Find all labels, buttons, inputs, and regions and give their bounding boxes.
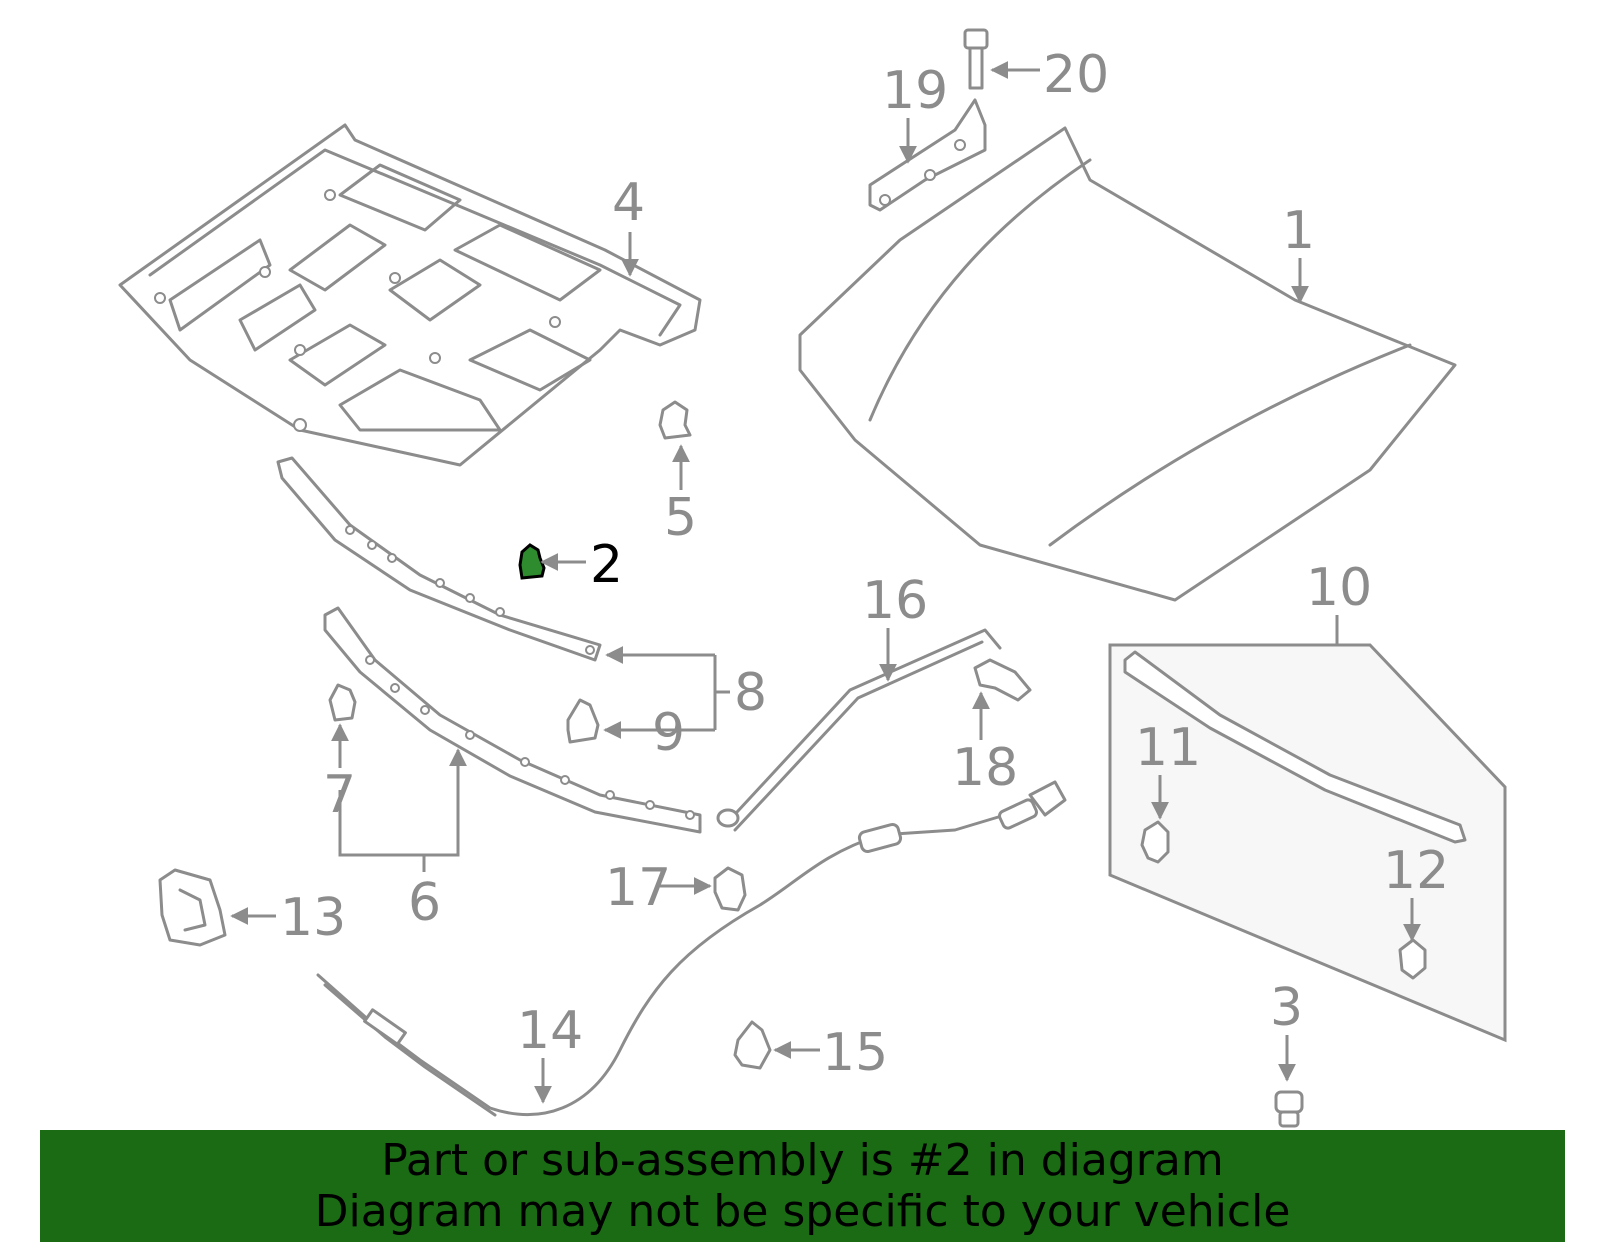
callout-2: 2	[590, 535, 623, 595]
hood-bumper-part-2[interactable]	[518, 543, 546, 580]
seal-part-8[interactable]	[276, 456, 602, 662]
callout-13: 13	[280, 888, 346, 948]
hood-panel-part-1[interactable]	[798, 126, 1457, 602]
callout-19: 19	[882, 61, 948, 121]
seal-part-6[interactable]	[323, 606, 702, 834]
callout-14: 14	[517, 1001, 583, 1061]
clip-part-7[interactable]	[328, 683, 357, 722]
hood-lock-part-13[interactable]	[158, 868, 227, 947]
leader-lines	[230, 61, 1421, 1104]
banner-line-part-number: Part or sub-assembly is #2 in diagram	[381, 1135, 1224, 1186]
callout-17: 17	[605, 858, 671, 918]
callout-4: 4	[612, 173, 645, 233]
rod-holder-part-18[interactable]	[973, 658, 1032, 702]
callout-16: 16	[862, 571, 928, 631]
clip-part-12[interactable]	[1398, 938, 1427, 980]
callout-18: 18	[952, 738, 1018, 798]
callout-10: 10	[1306, 558, 1372, 618]
clip-part-5[interactable]	[658, 400, 692, 440]
hood-hinge-part-19[interactable]	[868, 98, 987, 212]
callout-9: 9	[652, 703, 685, 763]
info-banner: Part or sub-assembly is #2 in diagram Di…	[40, 1130, 1565, 1242]
callout-6: 6	[408, 873, 441, 933]
hood-support-rod-part-16[interactable]	[716, 628, 1002, 832]
callout-5: 5	[664, 488, 697, 548]
release-cable-part-14[interactable]	[316, 780, 1067, 1117]
clip-part-11[interactable]	[1140, 820, 1170, 864]
callout-8: 8	[734, 663, 767, 723]
bumper-part-3[interactable]	[1274, 1090, 1304, 1128]
callout-1: 1	[1282, 201, 1315, 261]
banner-line-disclaimer: Diagram may not be specific to your vehi…	[314, 1186, 1291, 1237]
clip-part-15[interactable]	[733, 1020, 772, 1070]
clip-part-9[interactable]	[566, 698, 600, 744]
hood-insulator-part-4[interactable]	[118, 123, 702, 467]
callout-3: 3	[1270, 978, 1303, 1038]
callout-12: 12	[1383, 841, 1449, 901]
clip-part-17[interactable]	[713, 866, 747, 912]
callout-20: 20	[1043, 45, 1109, 105]
callout-11: 11	[1135, 718, 1201, 778]
callout-7: 7	[323, 765, 356, 825]
bolt-part-20[interactable]	[963, 28, 989, 90]
callout-15: 15	[822, 1023, 888, 1083]
